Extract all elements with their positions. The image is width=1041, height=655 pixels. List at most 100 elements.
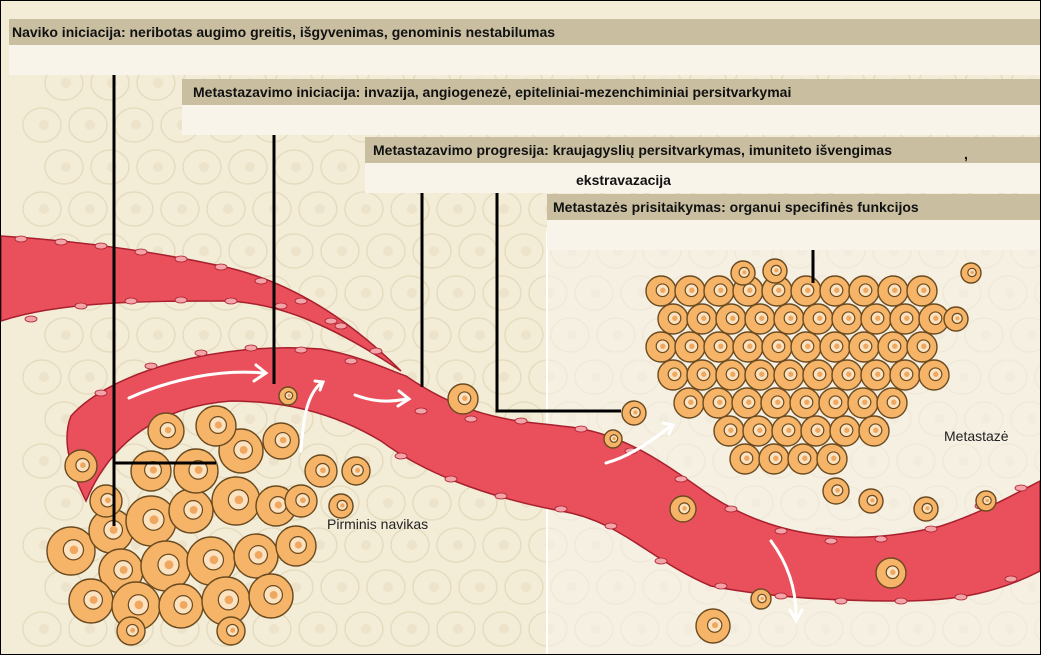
metastasis-cell — [890, 360, 920, 390]
metastasis-cell — [859, 416, 889, 446]
metastasis-cell — [803, 304, 833, 334]
metastasis-cell — [914, 497, 938, 521]
stage-label-tumor-initiation: Naviko iniciacija: neribotas augimo grei… — [12, 24, 555, 40]
metastasis-cell — [803, 360, 833, 390]
stage-band-metastasis-adaptation-light — [547, 220, 1040, 250]
tumor-cell — [249, 574, 293, 618]
metastasis-cell — [687, 360, 717, 390]
circulating-cell — [876, 558, 906, 588]
tumor-cell — [342, 457, 370, 485]
circulating-cell — [751, 589, 771, 609]
metastasis-cell — [731, 261, 755, 285]
tumor-cell — [131, 451, 171, 491]
tumor-cell — [47, 527, 95, 575]
stage-label-metastasis-progression: Metastazavimo progresija: kraujagyslių p… — [373, 142, 892, 158]
tumor-cell — [148, 413, 184, 449]
metastasis-cell — [801, 416, 831, 446]
metastasis-cell — [830, 416, 860, 446]
metastasis-cell — [704, 332, 734, 362]
metastasis-cell — [716, 360, 746, 390]
tumor-cell — [285, 485, 317, 517]
metastasis-cell — [759, 444, 789, 474]
metastasis-cell — [703, 388, 733, 418]
tumor-cell — [169, 489, 213, 533]
metastasis-cell — [743, 416, 773, 446]
circulating-cell — [622, 401, 646, 425]
metastasis-cell — [774, 304, 804, 334]
metastasis-cell — [832, 360, 862, 390]
metastasis-cell — [733, 332, 763, 362]
metastasis-cell — [658, 304, 688, 334]
stage-label-metastasis-progression-comma: , — [964, 146, 968, 162]
tumor-cell — [329, 494, 353, 518]
tumor-cell — [217, 617, 245, 645]
metastasis-cell — [791, 332, 821, 362]
metastasis-cell — [819, 388, 849, 418]
circulating-cell — [696, 609, 730, 643]
tumor-cell — [90, 485, 122, 517]
metastasis-cell — [646, 276, 676, 306]
metastasis-cell — [820, 276, 850, 306]
metastasis-cell — [772, 416, 802, 446]
metastasis-cell — [849, 276, 879, 306]
metastasis-cell — [774, 360, 804, 390]
tumor-cell — [174, 449, 218, 493]
metastasis-cell — [704, 276, 734, 306]
metastasis-cell — [859, 489, 883, 513]
metastasis-cell — [646, 332, 676, 362]
metastasis-cell — [861, 304, 891, 334]
stage-label-metastasis-initiation: Metastazavimo iniciacija: invazija, angi… — [193, 84, 791, 100]
metastasis-cell — [944, 307, 968, 331]
metastasis-cell — [907, 276, 937, 306]
circulating-cell — [670, 496, 696, 522]
circulating-cell — [604, 430, 622, 448]
tumor-cell — [305, 455, 337, 487]
metastasis-cell — [919, 360, 949, 390]
stage-label-metastasis-progression-cont: ekstravazacija — [576, 172, 671, 188]
tumor-cell — [65, 450, 97, 482]
metastasis-cell — [832, 304, 862, 334]
tumor-cell — [196, 406, 236, 446]
metastasis-cell — [732, 388, 762, 418]
metastasis-cell — [907, 332, 937, 362]
metastasis-cell — [745, 304, 775, 334]
stage-band-metastasis-progression-light — [365, 163, 1040, 193]
metastasis-cell — [791, 276, 821, 306]
tumor-cell — [234, 534, 278, 578]
metastasis-cell — [848, 388, 878, 418]
stage-band-tumor-initiation-light — [9, 45, 1040, 75]
tumor-cell — [263, 423, 299, 459]
metastasis-cell — [788, 444, 818, 474]
metastasis-cell — [790, 388, 820, 418]
tumor-cell — [276, 526, 316, 566]
metastasis-cell — [675, 332, 705, 362]
tumor-cell — [117, 617, 145, 645]
metastasis-cell — [763, 259, 787, 283]
metastasis-cell — [730, 444, 760, 474]
circulating-cell — [448, 384, 478, 414]
tumor-cell — [159, 584, 203, 628]
metastasis-cell — [823, 478, 849, 504]
metastasis-cell — [716, 304, 746, 334]
metastasis-label: Metastazė — [944, 428, 1009, 444]
metastasis-cell — [745, 360, 775, 390]
metastasis-cell — [714, 416, 744, 446]
tumor-cell — [126, 496, 176, 546]
tumor-cell — [69, 579, 113, 623]
metastasis-cell — [976, 491, 996, 511]
metastasis-cell — [817, 444, 847, 474]
stage-band-metastasis-initiation-light — [182, 105, 1040, 135]
metastasis-cell — [762, 332, 792, 362]
metastasis-cell — [849, 332, 879, 362]
metastasis-cell — [675, 276, 705, 306]
metastasis-cell — [878, 332, 908, 362]
metastasis-cell — [761, 388, 791, 418]
metastasis-cell — [878, 276, 908, 306]
metastasis-cell — [674, 388, 704, 418]
metastasis-cell — [687, 304, 717, 334]
circulating-cell — [279, 387, 297, 405]
metastasis-cell — [877, 388, 907, 418]
metastasis-cell — [820, 332, 850, 362]
stage-label-metastasis-adaptation: Metastazės prisitaikymas: organui specif… — [553, 199, 919, 215]
